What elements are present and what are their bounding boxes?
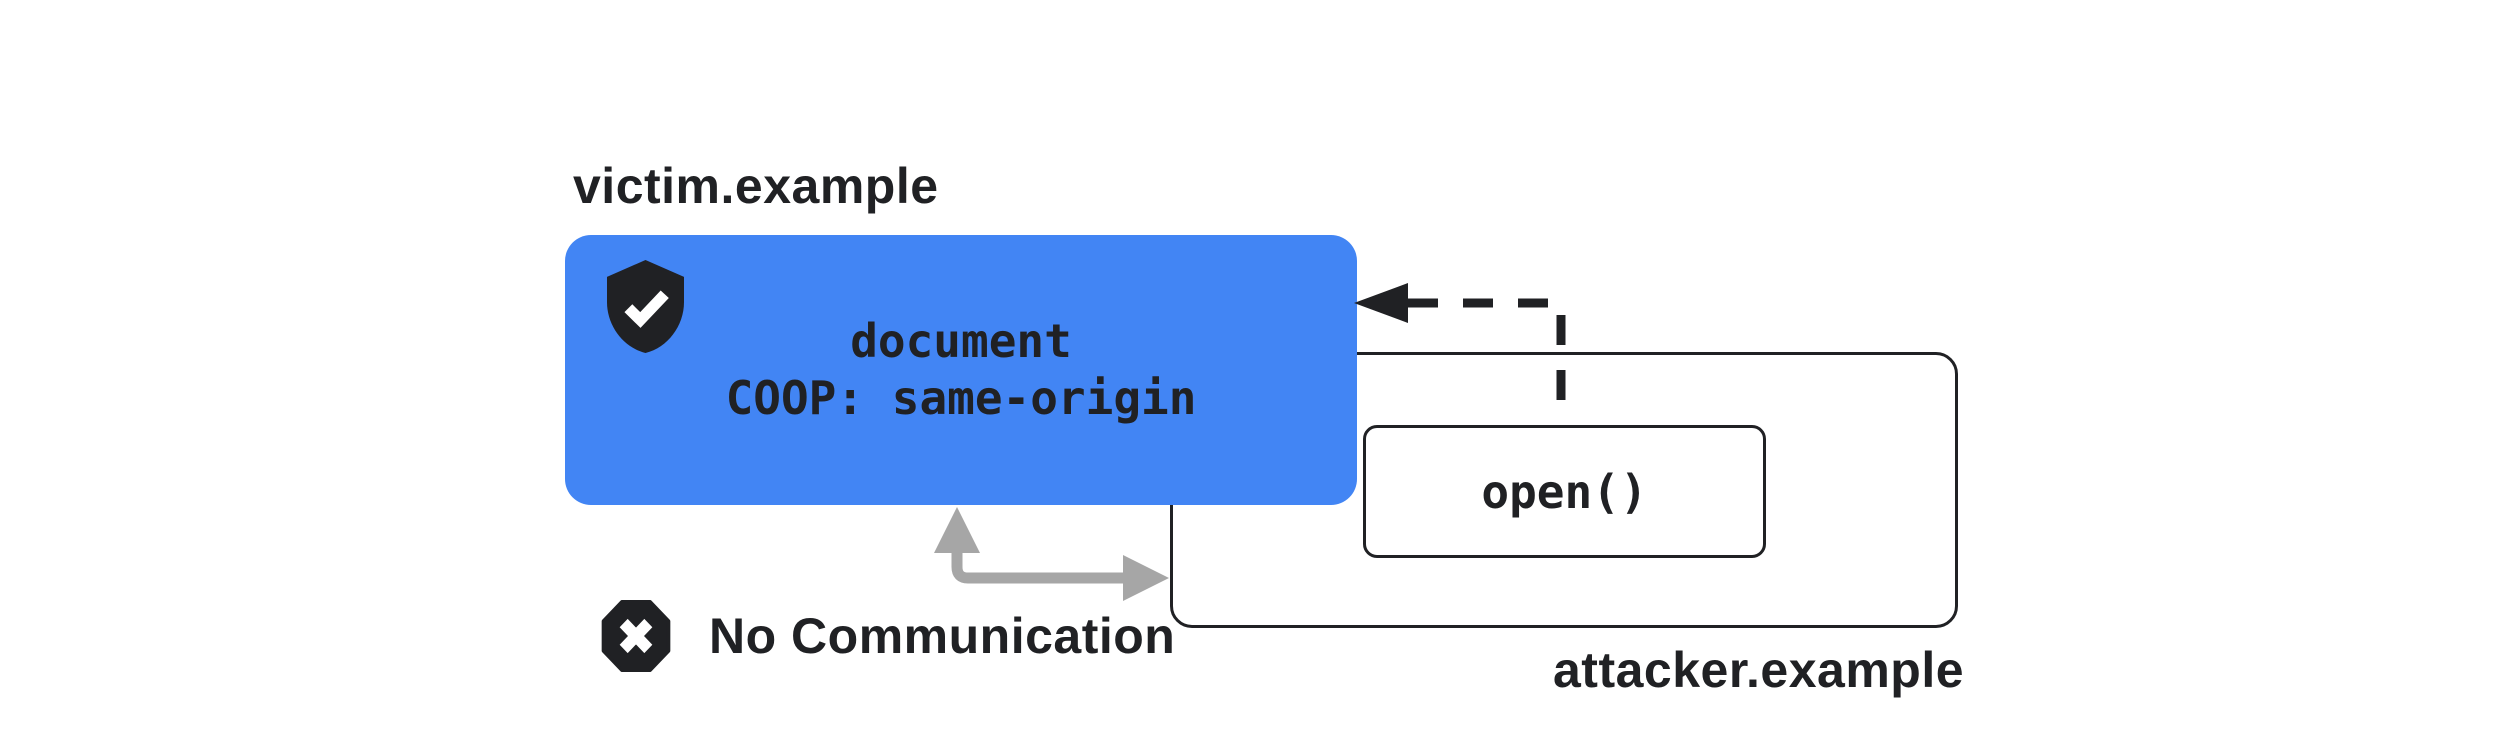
document-label: document [850,314,1072,368]
blocked-octagon-icon [601,599,671,673]
shield-check-icon [607,260,684,353]
victim-document-box: document COOP: same-origin [565,235,1357,505]
no-communication-label: No Communication [709,608,1176,664]
victim-domain-label: victim.example [573,158,939,214]
open-call-box: open() [1363,425,1766,558]
open-call-label: open() [1481,464,1648,519]
no-communication-arrow [934,507,1169,601]
no-communication-row: No Communication [596,590,1175,682]
coop-header-label: COOP: same-origin [725,371,1197,425]
attacker-domain-label: attacker.example [1553,642,1965,698]
